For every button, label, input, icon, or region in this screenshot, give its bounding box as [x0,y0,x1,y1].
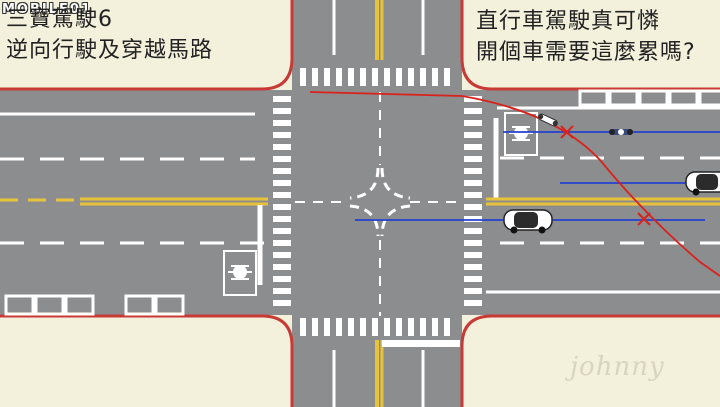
crosswalk-south [300,318,450,336]
north-road-markings [332,0,425,60]
center-diamond-marking [349,167,411,237]
scooter-icon [609,129,633,135]
brand-logo: MOBILE01 [2,2,92,17]
scooter-waiting-box-icon [228,265,252,280]
car-icon [685,171,720,196]
caption-right-line2: 開個車需要這麼累嗎? [476,40,696,65]
crosswalk-east [464,96,482,306]
caption-left-line1: 三寶駕駛6 [6,7,113,32]
caption-right-line1: 直行車駕駛真可憐 [476,9,661,34]
caption-right: 直行車駕駛真可憐 開個車需要這麼累嗎? [476,6,696,68]
caption-left: 三寶駕駛6 逆向行駛及穿越馬路 [6,4,213,66]
intersection-guide-lines [295,92,462,316]
vertical-road [292,0,462,407]
scooter-waiting-box-icon [509,126,533,141]
south-road-markings [332,340,460,407]
west-road-markings [0,112,268,316]
east-road-markings [486,89,720,294]
crosswalk-north [300,68,450,86]
car-icon [503,209,553,234]
watermark: johnny [570,352,665,382]
crosswalk-west [273,96,291,306]
caption-left-line2: 逆向行駛及穿越馬路 [6,38,214,63]
scooter-icon [538,113,558,127]
wrong-way-path [309,91,720,277]
cross-mark-icon [637,212,651,226]
cross-mark-icon [560,125,574,139]
